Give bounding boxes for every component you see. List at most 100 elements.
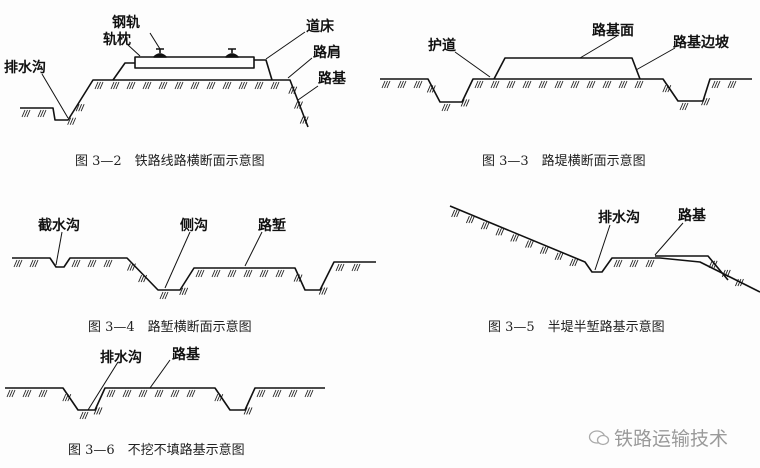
soil-hatch-mark <box>174 81 179 90</box>
soil-hatch-mark <box>288 86 293 94</box>
fig5-label-subgrade: 路基 <box>678 207 707 224</box>
soil-hatch-mark <box>293 389 298 398</box>
soil-hatch-mark <box>43 389 48 398</box>
fig3-ground-line <box>380 78 752 103</box>
fig5-embankment <box>655 255 729 281</box>
soil-hatch-mark <box>262 269 266 278</box>
soil-hatch-mark <box>22 389 27 398</box>
soil-hatch-mark <box>591 80 596 89</box>
soil-hatch-mark <box>294 101 298 109</box>
soil-hatch-mark <box>209 81 213 90</box>
soil-hatch-mark <box>730 80 734 89</box>
fig6-label-subgrade: 路基 <box>172 346 201 363</box>
soil-hatch-mark <box>272 389 277 398</box>
soil-hatch-mark <box>13 259 18 268</box>
soil-hatch-mark <box>175 389 180 398</box>
soil-hatch-mark <box>554 80 559 89</box>
soil-hatch-mark <box>589 80 593 89</box>
soil-hatch-mark <box>711 260 716 269</box>
soil-hatch-mark <box>147 81 152 90</box>
soil-hatch-mark <box>24 109 28 118</box>
fig3-embankment <box>493 57 641 80</box>
soil-hatch-mark <box>87 259 92 268</box>
soil-hatch-mark <box>575 80 580 89</box>
soil-hatch-mark <box>78 104 83 112</box>
soil-hatch-mark <box>16 259 20 268</box>
soil-hatch-mark <box>248 269 253 278</box>
soil-hatch-mark <box>293 274 298 282</box>
soil-hatch-mark <box>525 80 529 89</box>
soil-hatch-mark <box>145 81 149 90</box>
soil-hatch-mark <box>490 80 495 89</box>
soil-hatch-mark <box>623 80 628 89</box>
fig5-label-drain: 排水沟 <box>598 209 640 226</box>
soil-hatch-mark <box>131 81 136 90</box>
soil-hatch-mark <box>179 81 184 90</box>
soil-hatch-mark <box>170 389 175 398</box>
soil-hatch-mark <box>463 99 468 107</box>
soil-hatch-mark <box>307 389 311 398</box>
soil-hatch-mark <box>634 259 639 268</box>
fig2-label-rail: 钢轨 <box>112 14 140 31</box>
soil-hatch-mark <box>259 269 264 278</box>
soil-hatch-mark <box>607 80 612 89</box>
soil-hatch-mark <box>539 246 544 254</box>
soil-hatch-mark <box>732 80 737 89</box>
soil-hatch-mark <box>143 274 148 283</box>
soil-hatch-mark <box>190 81 195 90</box>
soil-hatch-mark <box>703 98 708 106</box>
soil-hatch-mark <box>275 269 280 278</box>
soil-hatch-mark <box>356 263 361 272</box>
soil-hatch-mark <box>6 389 11 398</box>
soil-hatch-mark <box>27 389 32 398</box>
soil-hatch-mark <box>538 80 543 89</box>
soil-hatch-mark <box>402 80 407 89</box>
soil-hatch-mark <box>106 389 111 398</box>
soil-hatch-mark <box>62 393 67 402</box>
soil-hatch-mark <box>397 80 402 89</box>
soil-hatch-mark <box>530 240 534 248</box>
soil-hatch-mark <box>74 259 78 268</box>
soil-hatch-mark <box>629 259 634 268</box>
fig4-label-cutting: 路堑 <box>258 217 286 234</box>
soil-hatch-mark <box>446 103 451 112</box>
soil-hatch-mark <box>684 102 689 111</box>
soil-hatch-mark <box>527 80 532 89</box>
soil-hatch-mark <box>515 234 520 242</box>
soil-hatch-mark <box>498 228 502 236</box>
soil-hatch-mark <box>384 80 388 89</box>
soil-hatch-mark <box>512 234 517 242</box>
soil-hatch-mark <box>574 258 579 267</box>
soil-hatch-mark <box>76 259 81 268</box>
fig2-ballast-right <box>254 59 273 81</box>
soil-hatch-mark <box>18 259 23 268</box>
soil-hatch-mark <box>500 228 505 236</box>
soil-hatch-mark <box>138 274 143 283</box>
soil-hatch-mark <box>291 389 295 398</box>
soil-hatch-mark <box>132 263 136 271</box>
soil-hatch-mark <box>141 389 145 398</box>
soil-hatch-mark <box>465 215 470 224</box>
soil-hatch-mark <box>232 269 237 278</box>
soil-hatch-mark <box>541 80 545 89</box>
soil-hatch-mark <box>570 80 575 89</box>
soil-hatch-mark <box>299 116 304 124</box>
soil-hatch-mark <box>32 259 36 268</box>
soil-hatch-mark <box>304 389 309 398</box>
soil-hatch-mark <box>225 81 229 90</box>
soil-hatch-mark <box>605 80 609 89</box>
soil-hatch-mark <box>157 389 161 398</box>
soil-hatch-mark <box>222 81 227 90</box>
soil-hatch-mark <box>11 389 16 398</box>
soil-hatch-mark <box>444 103 448 112</box>
soil-hatch-mark <box>184 287 189 295</box>
soil-hatch-mark <box>142 81 147 90</box>
soil-hatch-mark <box>110 81 115 90</box>
soil-hatch-mark <box>21 109 26 118</box>
soil-hatch-mark <box>662 84 667 93</box>
soil-hatch-mark <box>214 393 219 402</box>
soil-hatch-mark <box>211 81 216 90</box>
soil-hatch-mark <box>618 80 623 89</box>
soil-hatch-mark <box>727 80 732 89</box>
